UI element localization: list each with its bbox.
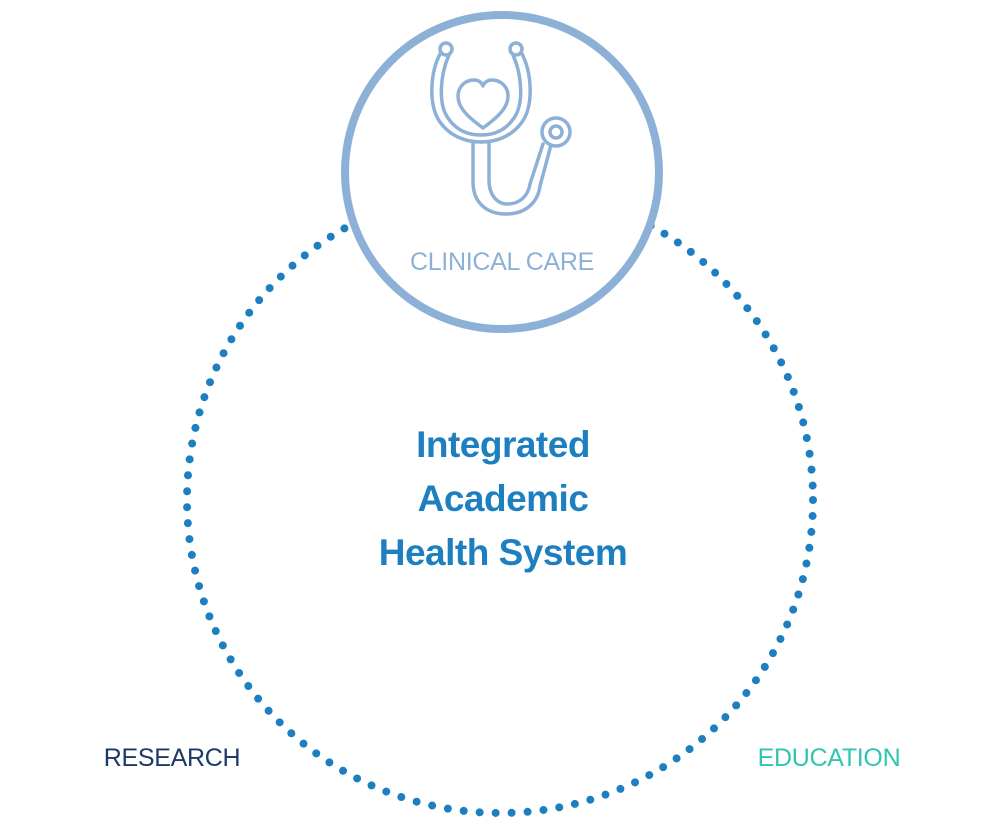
center-title-line-2: Academic bbox=[417, 478, 589, 519]
center-title: Integrated Academic Health System bbox=[293, 418, 713, 580]
center-title-line-1: Integrated bbox=[416, 424, 590, 465]
clinical-care-label: CLINICAL CARE bbox=[409, 248, 595, 276]
research-label: RESEARCH bbox=[103, 744, 241, 772]
education-label: EDUCATION bbox=[757, 744, 901, 772]
node-clinical-care bbox=[341, 11, 663, 333]
clinical-care-circle bbox=[341, 11, 663, 333]
stethoscope-icon bbox=[430, 41, 572, 216]
center-title-line-3: Health System bbox=[378, 532, 628, 573]
